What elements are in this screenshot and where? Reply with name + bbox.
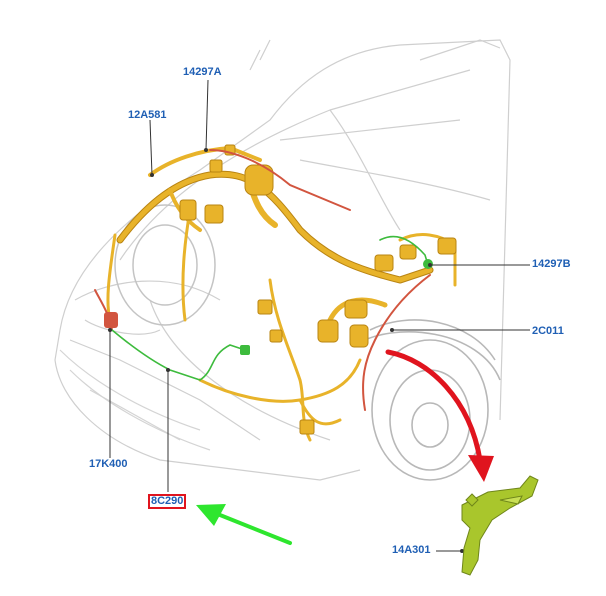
green-harness (111, 235, 429, 381)
callout-14a301: 14A301 (392, 544, 431, 556)
callout-2c011: 2C011 (532, 325, 564, 337)
front-wheel (114, 204, 216, 326)
red-arrow (385, 349, 494, 482)
bracket-part (461, 475, 539, 576)
callout-17k400: 17K400 (89, 458, 128, 470)
leader-dots (108, 148, 464, 553)
red-connector (104, 312, 118, 328)
main-harness (106, 146, 457, 442)
callout-12a581: 12A581 (128, 109, 167, 121)
callout-14297b: 14297B (532, 258, 571, 270)
car-body-outline (54, 39, 511, 481)
front-bumper (59, 349, 211, 451)
green-arrow (196, 504, 292, 545)
callout-8c290-highlighted: 8C290 (148, 494, 187, 509)
leader-lines (109, 79, 530, 552)
callout-14297a: 14297A (183, 66, 222, 78)
